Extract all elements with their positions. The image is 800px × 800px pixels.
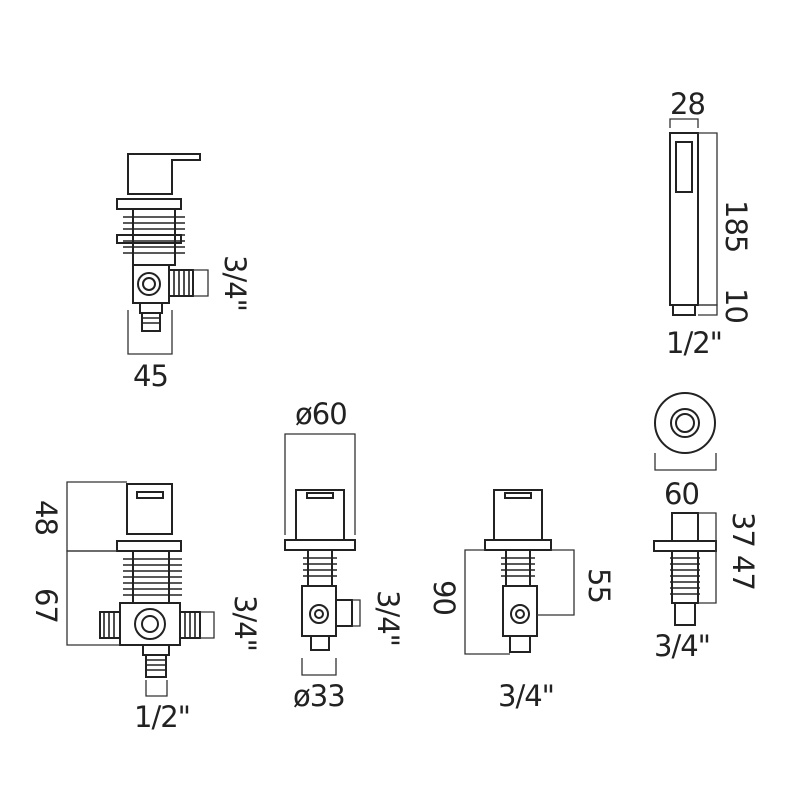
outlet-height-2-label: 47 [726,555,760,590]
valve2-body-label: 67 [29,588,63,623]
valve1-side-thread-label: 3/4" [218,255,252,311]
handset-neck-label: 10 [719,288,753,323]
valve4-height-label: 90 [427,580,461,615]
valve1-width-label: 45 [133,359,168,393]
outlet-diameter-label: 60 [664,477,699,511]
valve4-bottom-thread-label: 3/4" [498,679,554,713]
valve2-bottom-thread-label: 1/2" [134,700,190,734]
deck-valve-drawing [464,489,575,655]
valve4-body-label: 55 [582,568,616,603]
plate-valve-drawing [284,433,361,676]
handset-thread-label: 1/2" [666,326,722,360]
valve2-top-label: 48 [29,500,63,535]
handset-length-label: 185 [719,200,753,252]
outlet-thread-label: 3/4" [654,629,710,663]
spout-plate-diameter-label: ø60 [295,397,347,431]
spout-side-thread-label: 3/4" [371,590,405,646]
diverter-valve-drawing [66,481,215,697]
spout-base-diameter-label: ø33 [293,679,345,713]
handset-width-label: 28 [670,87,705,121]
hand-shower-drawing [669,118,718,316]
outlet-height-1-label: 37 [726,512,760,547]
valve-lever-drawing [116,153,209,355]
wall-outlet-drawing [653,392,717,626]
valve2-side-thread-label: 3/4" [228,595,262,651]
